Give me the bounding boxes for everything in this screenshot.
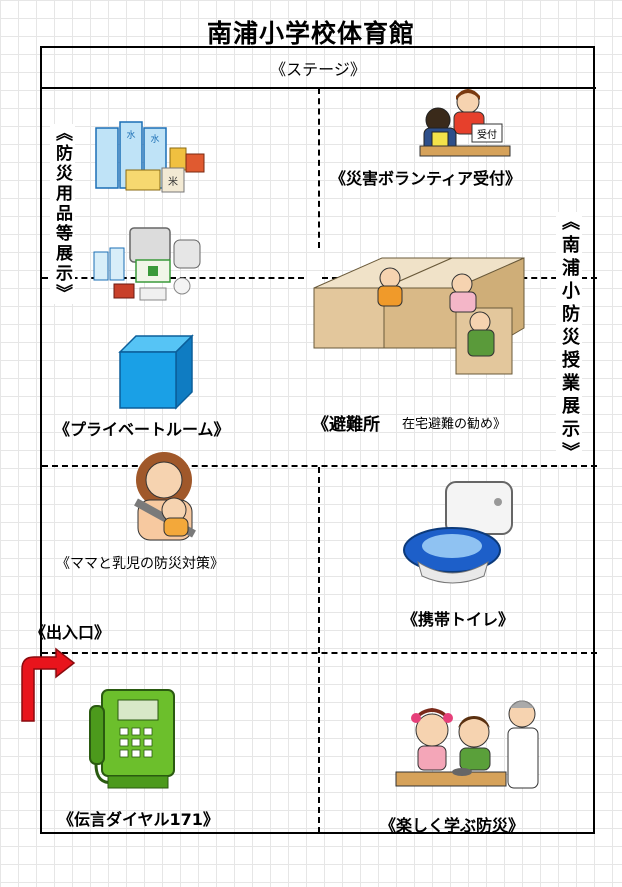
mother-baby-illustration: [134, 452, 196, 541]
shelter-label: 《避難所: [312, 415, 380, 435]
svg-text:受付: 受付: [477, 128, 497, 141]
fun-learning-label: 《楽しく学ぶ防災》: [380, 816, 525, 835]
stage-label: 《ステージ》: [270, 60, 366, 79]
toilet-label: 《携帯トイレ》: [402, 610, 515, 629]
svg-text:水: 水: [126, 129, 135, 141]
svg-text:水: 水: [150, 133, 159, 145]
mama-label: 《ママと乳児の防災対策》: [56, 556, 224, 572]
disaster-goods-illustration: 水 水 米: [93, 121, 205, 301]
svg-text:米: 米: [168, 175, 178, 188]
gym-floor-frame: [40, 46, 595, 834]
portable-toilet-illustration: [403, 481, 513, 584]
volunteer-desk-illustration: 受付: [419, 89, 511, 157]
private-room-cube-icon: [118, 334, 194, 410]
disaster-goods-label: 《防災用品等展示》: [50, 124, 75, 304]
dial-label: 《伝言ダイヤル171》: [58, 810, 219, 829]
divider-row-2: [42, 465, 597, 467]
entrance-arrow-icon: [21, 647, 76, 722]
volunteer-label: 《災害ボランティア受付》: [330, 169, 522, 188]
divider-col-top: [318, 88, 320, 248]
divider-row-1: [42, 277, 304, 279]
emergency-kit: [93, 227, 201, 301]
kids-learning-illustration: [395, 700, 539, 789]
page-title: 南浦小学校体育館: [206, 19, 415, 48]
divider-col-bottom: [318, 467, 320, 833]
public-phone-illustration: [89, 689, 175, 789]
shelter-sub-label: 在宅避難の勧め》: [402, 417, 507, 432]
food-cans: 米: [125, 147, 205, 193]
entrance-label: 《出入口》: [30, 623, 111, 642]
shelter-partition-illustration: [313, 257, 525, 375]
school-display-label: 《南浦小防災授業展示》: [556, 212, 582, 465]
private-room-label: 《プライベートルーム》: [54, 420, 230, 439]
